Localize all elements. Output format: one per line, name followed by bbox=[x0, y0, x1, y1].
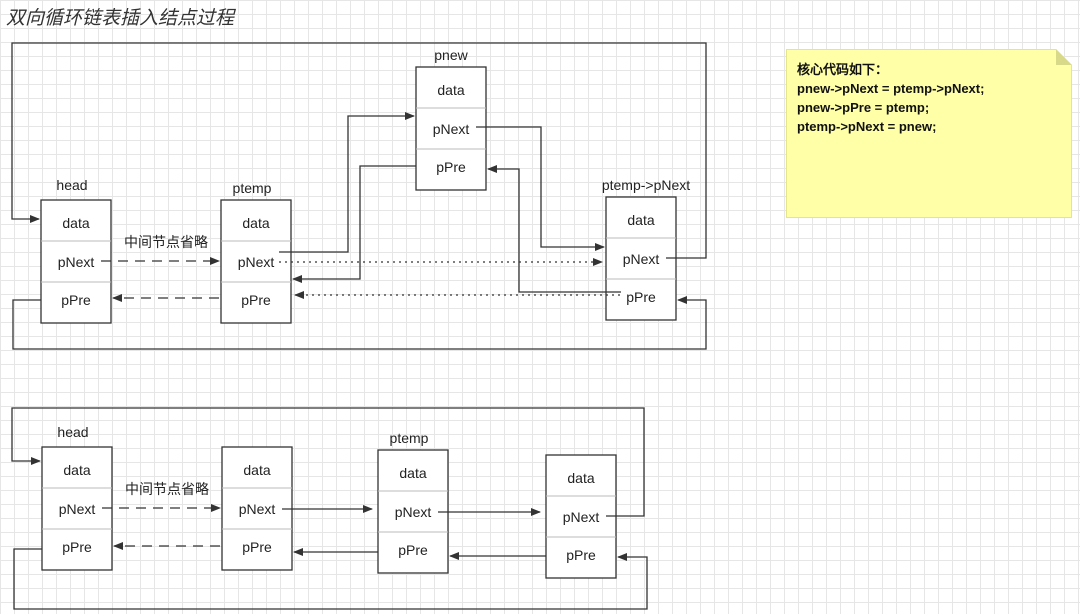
code-note: 核心代码如下： pnew->pNext = ptemp->pNext; pnew… bbox=[786, 49, 1072, 218]
bottom-head-ppre: pPre bbox=[62, 539, 92, 555]
top-head-node: data pNext pPre bbox=[40, 199, 112, 324]
top-edge-pnew-pre-to-ptemp bbox=[292, 165, 416, 283]
bottom-node2-data: data bbox=[243, 462, 270, 478]
top-ptemp-next-label: ptemp->pNext bbox=[602, 177, 690, 193]
bottom-ptemp-label: ptemp bbox=[390, 430, 429, 446]
code-line-2: pnew->pPre = ptemp; bbox=[797, 100, 930, 115]
top-pnew-node: data pNext pPre bbox=[415, 66, 487, 191]
top-edges bbox=[11, 42, 707, 350]
bottom-head-data: data bbox=[63, 462, 90, 478]
bottom-node2-pnext: pNext bbox=[239, 501, 276, 517]
bottom-ptemp-data: data bbox=[399, 465, 426, 481]
top-edge-next-pre-to-pnew bbox=[487, 165, 621, 293]
top-next-data: data bbox=[627, 212, 654, 228]
page-title: 双向循环链表插入结点过程 bbox=[6, 7, 235, 29]
top-ptemp-next-node: data pNext pPre bbox=[605, 196, 677, 321]
top-edge-ptemp-next-to-pnew bbox=[279, 112, 415, 253]
bottom-head-node: data pNext pPre bbox=[41, 446, 113, 571]
top-head-pnext: pNext bbox=[58, 254, 95, 270]
top-pnew-label: pnew bbox=[434, 47, 468, 63]
top-head-ppre: pPre bbox=[61, 292, 91, 308]
bottom-edges bbox=[11, 407, 648, 610]
code-note-heading: 核心代码如下： bbox=[797, 62, 889, 77]
bottom-ptemp-ppre: pPre bbox=[398, 542, 428, 558]
top-ptemp-node: data pNext pPre bbox=[220, 199, 292, 324]
top-pnew-pnext: pNext bbox=[433, 121, 470, 137]
top-head-data: data bbox=[62, 215, 89, 231]
top-edge-loop-next bbox=[11, 42, 707, 259]
bottom-head-pnext: pNext bbox=[59, 501, 96, 517]
top-edge-loop-pre bbox=[12, 296, 707, 350]
top-next-pnext: pNext bbox=[623, 251, 660, 267]
bottom-omitted-label: 中间节点省略 bbox=[125, 481, 209, 497]
bottom-edge-loop-pre bbox=[13, 548, 648, 610]
code-note-text: 核心代码如下： pnew->pNext = ptemp->pNext; pnew… bbox=[797, 60, 984, 136]
top-omitted-label: 中间节点省略 bbox=[124, 234, 208, 250]
top-pnew-ppre: pPre bbox=[436, 159, 466, 175]
top-next-ppre: pPre bbox=[626, 289, 656, 305]
top-ptemp-ppre: pPre bbox=[241, 292, 271, 308]
top-ptemp-label: ptemp bbox=[233, 180, 272, 196]
bottom-ptemp-node: data pNext pPre bbox=[377, 449, 449, 574]
top-edge-pnew-next-to-next bbox=[476, 126, 605, 251]
top-ptemp-pnext: pNext bbox=[238, 254, 275, 270]
bottom-node-2: data pNext pPre bbox=[221, 446, 293, 571]
bottom-node2-ppre: pPre bbox=[242, 539, 272, 555]
bottom-node4-ppre: pPre bbox=[566, 547, 596, 563]
code-line-3: ptemp->pNext = pnew; bbox=[797, 119, 937, 134]
top-ptemp-data: data bbox=[242, 215, 269, 231]
top-pnew-data: data bbox=[437, 82, 464, 98]
code-line-1: pnew->pNext = ptemp->pNext; bbox=[797, 81, 985, 96]
bottom-node4-pnext: pNext bbox=[563, 509, 600, 525]
bottom-node-4: data pNext pPre bbox=[545, 454, 617, 579]
bottom-edge-loop-next bbox=[11, 407, 645, 517]
bottom-ptemp-pnext: pNext bbox=[395, 504, 432, 520]
bottom-node4-data: data bbox=[567, 470, 594, 486]
bottom-head-label: head bbox=[57, 424, 88, 440]
top-head-label: head bbox=[56, 177, 87, 193]
